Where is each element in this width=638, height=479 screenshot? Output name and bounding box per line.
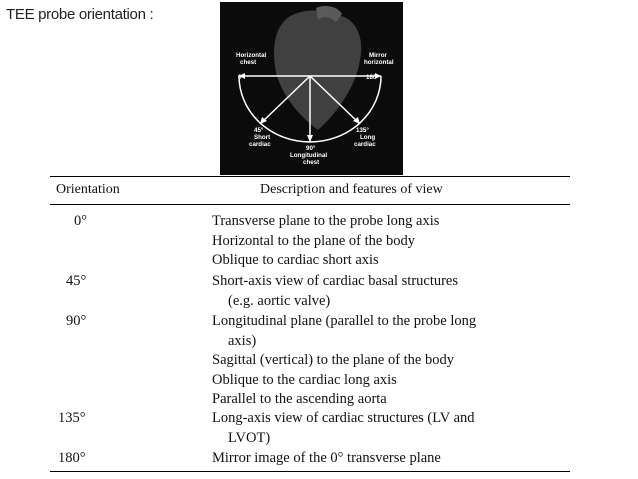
label-0-deg: 0° <box>238 74 244 81</box>
desc-line: Sagittal (vertical) to the plane of the … <box>212 352 454 368</box>
row-orientation: 135° <box>58 410 86 426</box>
label-mirror: Mirror <box>369 52 387 59</box>
desc-line: Longitudinal plane (parallel to the prob… <box>212 313 477 329</box>
row-orientation: 90° <box>66 313 87 329</box>
label-long: Long <box>360 134 375 141</box>
ray-135 <box>309 75 361 125</box>
label-short: Short <box>254 134 270 141</box>
row-description: Longitudinal plane (parallel to the prob… <box>212 312 570 410</box>
label-cardiac-left: cardiac <box>249 141 271 148</box>
ray-45 <box>259 75 311 125</box>
desc-line: Oblique to the cardiac long axis <box>212 371 397 388</box>
table-bottom-rule <box>50 471 570 472</box>
desc-line: axis) <box>228 332 257 349</box>
label-135-deg: 135° <box>356 127 369 134</box>
desc-line: LVOT) <box>228 429 271 446</box>
label-horizontal: Horizontal <box>236 52 267 59</box>
arrow-45 <box>260 117 267 124</box>
label-90-deg: 90° <box>306 145 316 152</box>
header-description: Description and features of view <box>260 182 443 197</box>
arrow-90 <box>307 135 313 142</box>
arrow-0 <box>239 73 245 79</box>
desc-line: Horizontal to the plane of the body <box>212 232 415 249</box>
slide-title: TEE probe orientation : <box>6 6 154 23</box>
label-cardiac-right: cardiac <box>354 141 376 148</box>
label-180-deg: 180° <box>366 74 379 81</box>
label-horizontal-right: horizontal <box>364 59 394 66</box>
desc-line: Mirror image of the 0° transverse plane <box>212 450 441 466</box>
header-orientation: Orientation <box>56 182 120 197</box>
desc-line: Parallel to the ascending aorta <box>212 391 387 407</box>
label-chest: chest <box>240 59 256 66</box>
desc-line: (e.g. aortic valve) <box>228 292 331 309</box>
probe-orientation-diagram: Horizontal chest 0° Mirror horizontal 18… <box>220 2 403 175</box>
row-orientation: 0° <box>74 213 88 229</box>
desc-line: Long-axis view of cardiac structures (LV… <box>212 410 475 426</box>
arrow-180 <box>375 73 381 79</box>
desc-line: Oblique to cardiac short axis <box>212 252 379 268</box>
row-description: Long-axis view of cardiac structures (LV… <box>212 409 570 448</box>
table-top-rule <box>50 176 570 177</box>
arrow-135 <box>353 117 360 124</box>
orientation-diagram-svg: Horizontal chest 0° Mirror horizontal 18… <box>236 6 394 166</box>
row-description: Short-axis view of cardiac basal structu… <box>212 272 570 311</box>
row-description: Mirror image of the 0° transverse plane <box>212 449 570 469</box>
heart-silhouette <box>274 10 362 131</box>
heart-vessel <box>316 6 342 22</box>
label-45-deg: 45° <box>254 127 264 134</box>
table-header-rule <box>50 204 570 205</box>
label-longitudinal: Longitudinal <box>290 152 327 159</box>
row-orientation: 180° <box>58 450 86 466</box>
row-orientation: 45° <box>66 273 87 289</box>
label-chest-bottom: chest <box>303 159 319 166</box>
desc-line: Transverse plane to the probe long axis <box>212 213 440 229</box>
desc-line: Short-axis view of cardiac basal structu… <box>212 273 459 289</box>
row-description: Transverse plane to the probe long axis … <box>212 212 570 271</box>
